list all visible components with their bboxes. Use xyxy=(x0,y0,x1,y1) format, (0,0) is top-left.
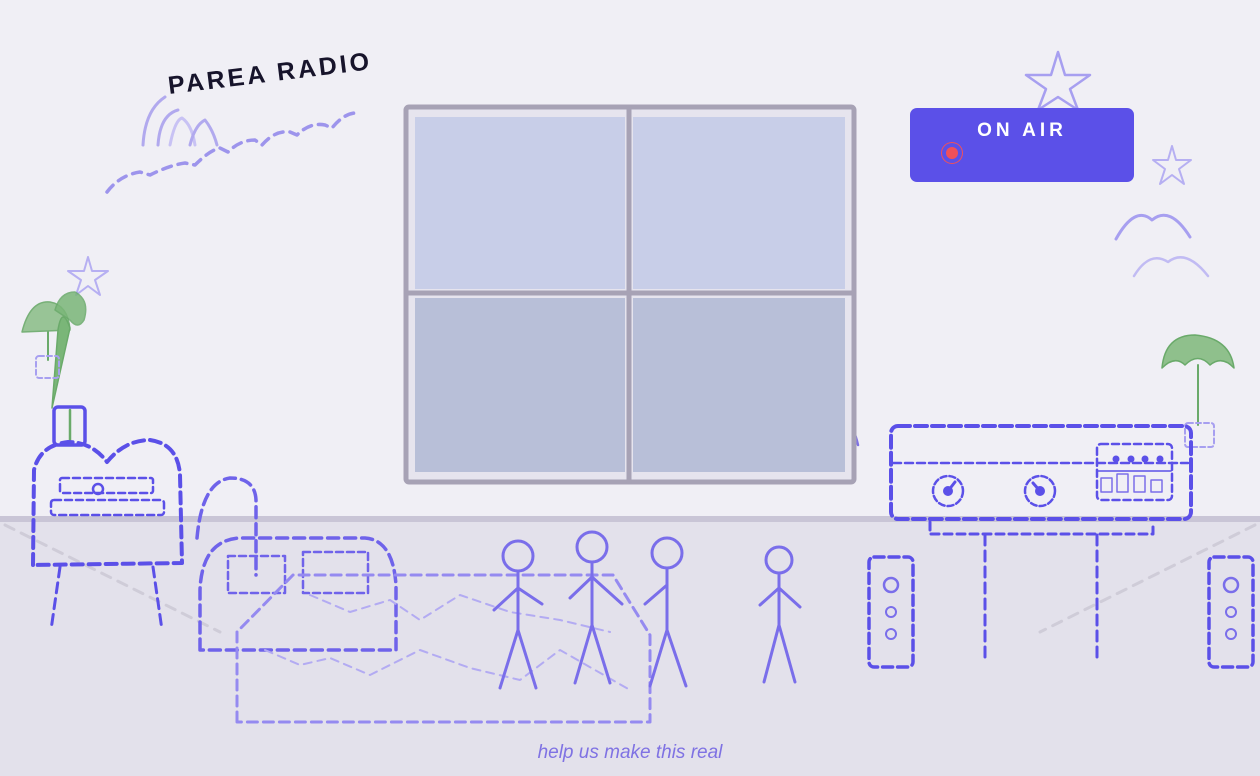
floor xyxy=(0,518,1260,776)
window xyxy=(403,104,857,485)
bird-icon xyxy=(1132,256,1210,278)
floor-perspective-lines xyxy=(3,523,1257,634)
person-figure xyxy=(492,539,544,690)
floor-line xyxy=(0,516,1260,522)
mixing-console xyxy=(889,424,1193,664)
dial-knob xyxy=(931,474,965,508)
stick-figures xyxy=(492,530,802,690)
plant-left xyxy=(21,291,87,409)
person-figure xyxy=(643,536,688,688)
on-air-label: ON AIR xyxy=(977,120,1067,141)
live-indicator-icon xyxy=(946,147,958,159)
on-air-sign: ON AIR xyxy=(910,108,1134,182)
dial-knob xyxy=(1023,474,1057,508)
speaker-left xyxy=(867,555,915,669)
rug xyxy=(235,573,652,724)
sofa xyxy=(195,476,398,652)
star-icon xyxy=(67,256,109,296)
star-icon xyxy=(1024,50,1092,112)
squiggle-line xyxy=(105,111,360,194)
speaker-right xyxy=(1207,555,1255,669)
person-figure xyxy=(568,530,624,685)
star-icon xyxy=(1152,145,1192,185)
person-figure xyxy=(758,545,802,684)
bird-icon xyxy=(1114,213,1192,241)
plant-right xyxy=(1161,334,1235,448)
radio-cabinet xyxy=(31,405,184,632)
rug-pattern xyxy=(264,594,631,691)
help-us-link[interactable]: help us make this real xyxy=(537,742,723,763)
radio-waves-icon xyxy=(141,95,219,147)
